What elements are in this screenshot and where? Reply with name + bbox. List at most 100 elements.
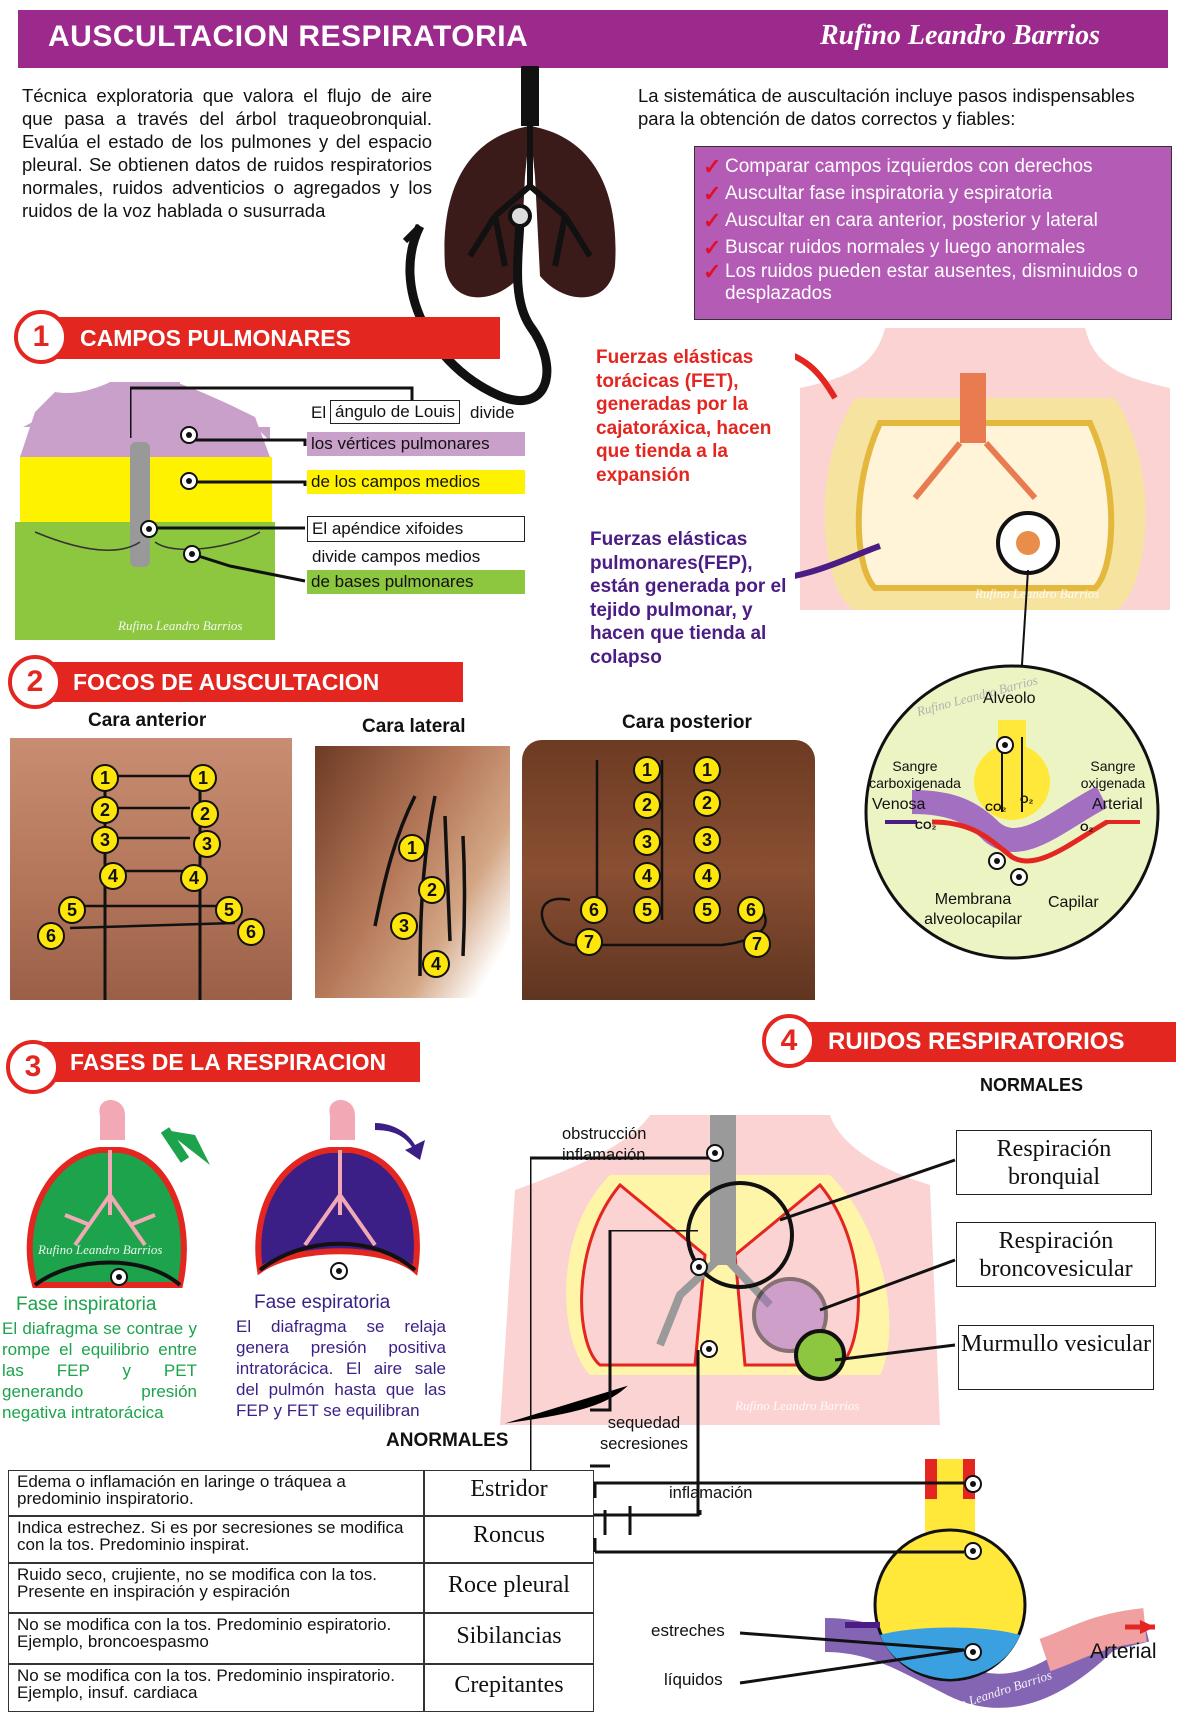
- esp-text: El diafragma se relaja genera presión po…: [236, 1317, 446, 1420]
- check-icon: ✓: [703, 154, 722, 179]
- check-icon: ✓: [703, 235, 722, 260]
- focus-anterior-4: 4: [99, 862, 127, 890]
- focus-anterior-3: 3: [91, 826, 119, 854]
- section1-banner: CAMPOS PULMONARES: [40, 317, 500, 359]
- thorax-watermark: Rufino Leandro Barrios: [975, 586, 1100, 601]
- inspiration-marker: [110, 1268, 128, 1286]
- focus-posterior-6r: 6: [737, 896, 765, 924]
- marker-obstruccion: [706, 1144, 724, 1162]
- marker-inflamacion: [700, 1340, 718, 1358]
- label-sangre-carbo: Sangre carboxigenada: [869, 758, 961, 791]
- section4-banner: RUIDOS RESPIRATORIOS: [790, 1022, 1176, 1062]
- annot-sequedad: sequedad secresiones: [599, 1414, 689, 1453]
- fep-text: Fuerzas elásticas pulmonares(FEP), están…: [590, 529, 787, 668]
- inspiration-lungs-illustration: [26, 1100, 187, 1288]
- focus-anterior-3r: 3: [193, 830, 221, 858]
- marker-airway-2: [964, 1542, 982, 1560]
- check-icon: ✓: [703, 259, 722, 284]
- section4-leader-lines-2: [590, 1230, 700, 1517]
- focus-lateral-1: 1: [398, 834, 426, 862]
- expiration-arrow-icon: [375, 1123, 425, 1160]
- focus-lateral-2: 2: [418, 876, 446, 904]
- alveolo-marker: [996, 736, 1014, 754]
- page-title: AUSCULTACION RESPIRATORIA: [48, 20, 529, 53]
- abnormal-name-roncus: Roncus: [424, 1516, 594, 1563]
- label-anormales: ANORMALES: [386, 1430, 509, 1451]
- focus-posterior-1: 1: [633, 756, 661, 784]
- abnormal-name-sibilancias: Sibilancias: [424, 1613, 594, 1664]
- insp-text: El diafragma se contrae y rompe el equil…: [2, 1319, 197, 1422]
- focus-posterior-3r: 3: [693, 826, 721, 854]
- label-membrana: Membrana alveolocapilar: [924, 891, 1022, 928]
- anterior-paths: [69, 774, 236, 1000]
- focus-anterior-2r: 2: [191, 800, 219, 828]
- abnormal-name-crepitantes: Crepitantes: [424, 1664, 594, 1712]
- marker-alveolus: [964, 1643, 982, 1661]
- abnormal-desc-roce: Ruido seco, crujiente, no se modifica co…: [8, 1563, 424, 1613]
- thorax-forces-illustration: [795, 328, 1170, 610]
- label-venosa: Venosa: [872, 796, 926, 813]
- focus-posterior-2r: 2: [693, 789, 721, 817]
- focus-lateral-3: 3: [390, 912, 418, 940]
- marker-medios: [180, 472, 198, 490]
- label-vertices: los vértices pulmonares: [307, 432, 525, 456]
- stethoscope-lungs-illustration: [402, 66, 616, 406]
- annot-estreches: estreches: [651, 1621, 725, 1640]
- checklist-item: ✓Buscar ruidos normales y luego anormale…: [703, 235, 1086, 260]
- abnormal-desc-sibilancias: No se modifica con la tos. Predominio es…: [8, 1613, 424, 1664]
- checklist-item: ✓Comparar campos izquierdos con derechos: [703, 154, 1093, 179]
- label-arterial: Arterial: [1092, 796, 1143, 813]
- marker-estridor-airway: [964, 1475, 982, 1493]
- focus-anterior-1r: 1: [189, 764, 217, 792]
- focus-lateral-4: 4: [422, 950, 450, 978]
- abnormal-desc-crepitantes: No se modifica con la tos. Predominio in…: [8, 1664, 424, 1712]
- intro-text: Técnica exploratoria que valora el flujo…: [22, 85, 432, 221]
- label-capilar: Capilar: [1048, 894, 1099, 911]
- focus-anterior-4r: 4: [180, 864, 208, 892]
- label-angulo-louis: ángulo de Louis: [330, 400, 461, 424]
- label-medios: de los campos medios: [307, 470, 525, 494]
- inspiration-arrow-icon: [160, 1127, 210, 1165]
- normal-sound-leader-lines: [780, 1158, 956, 1362]
- abnormal-name-roce: Roce pleural: [424, 1563, 594, 1613]
- check-icon: ✓: [703, 208, 722, 233]
- label-divide-medios: divide campos medios: [312, 547, 481, 566]
- abnormal-name-estridor: Estridor: [424, 1470, 594, 1516]
- chest-fields-illustration: [15, 382, 275, 640]
- co2-venous-label: CO₂: [915, 820, 937, 832]
- focus-anterior-6r: 6: [237, 918, 265, 946]
- header-bar: [18, 10, 1168, 68]
- focus-anterior-2: 2: [91, 796, 119, 824]
- author-name: Rufino Leandro Barrios: [820, 20, 1101, 51]
- focus-posterior-6: 6: [580, 896, 608, 924]
- section1-leader-lines: [130, 386, 414, 583]
- label-cara-anterior: Cara anterior: [88, 710, 207, 731]
- checklist-item: ✓Auscultar en cara anterior, posterior y…: [703, 208, 1098, 233]
- focus-anterior-6: 6: [37, 922, 65, 950]
- capilar-marker: [1010, 868, 1028, 886]
- label-cara-lateral: Cara lateral: [362, 716, 466, 737]
- focus-posterior-7: 7: [575, 928, 603, 956]
- anterior-torso-photo: [10, 738, 292, 1000]
- o2-label: O₂: [1020, 794, 1034, 806]
- label-divide: divide: [470, 403, 515, 422]
- lateral-torso-photo: [315, 746, 510, 998]
- co2-label: CO₂: [985, 802, 1007, 814]
- posterior-back-photo: [522, 740, 815, 1000]
- focus-posterior-4r: 4: [693, 862, 721, 890]
- abnormal-desc-roncus: Indica estrechez. Si es por secresiones …: [8, 1516, 424, 1563]
- focus-posterior-5: 5: [633, 896, 661, 924]
- focus-anterior-1: 1: [91, 764, 119, 792]
- checklist-box: ✓Comparar campos izquierdos con derechos…: [694, 146, 1172, 320]
- label-apendice: El apéndice xifoides: [307, 516, 525, 542]
- label-cara-posterior: Cara posterior: [622, 712, 752, 733]
- checklist-item: ✓Los ruidos pueden estar ausentes, dismi…: [703, 259, 1138, 305]
- section1-watermark: Rufino Leandro Barrios: [118, 618, 243, 633]
- focus-posterior-2: 2: [633, 791, 661, 819]
- lateral-paths: [373, 795, 467, 977]
- o2-arterial-label: O₂: [1080, 822, 1094, 834]
- section1-number: 1: [14, 310, 68, 364]
- normal-sound-broncovesicular: Respiración broncovesicular: [956, 1222, 1156, 1287]
- check-icon: ✓: [703, 181, 722, 206]
- label-alveolo: Alveolo: [983, 690, 1036, 707]
